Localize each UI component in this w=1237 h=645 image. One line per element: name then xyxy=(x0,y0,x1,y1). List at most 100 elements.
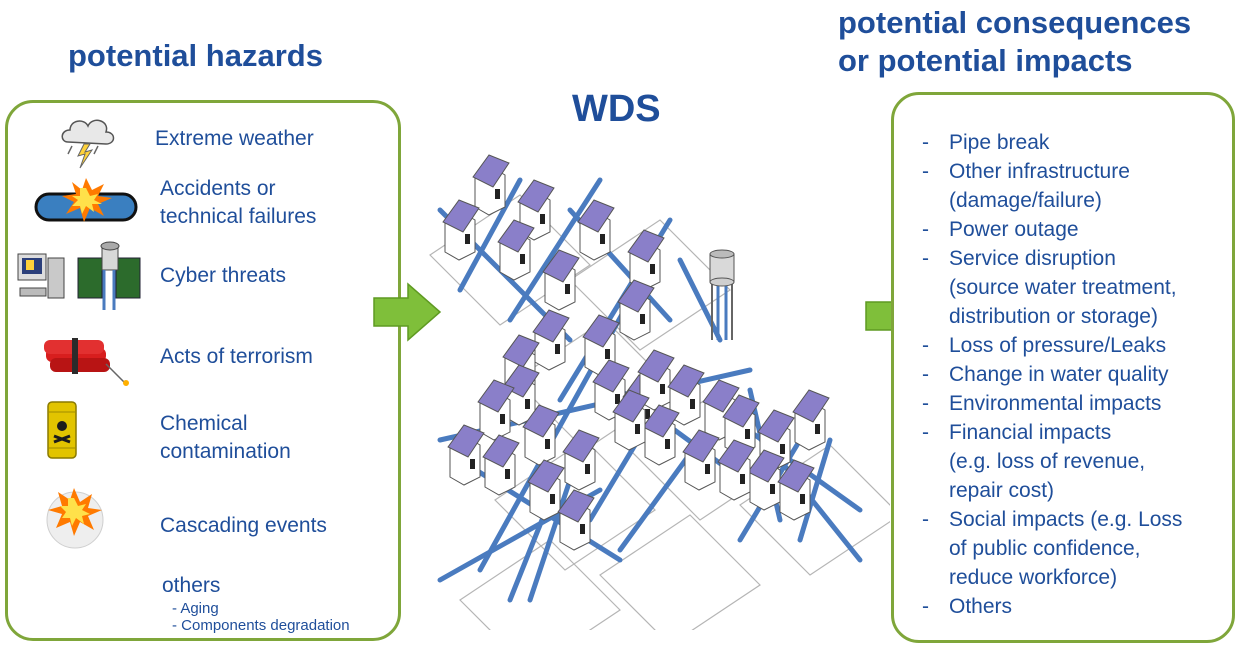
house-icon xyxy=(642,404,680,466)
pipe-line xyxy=(677,257,723,343)
hazard-label: Cascading events xyxy=(160,514,327,537)
consequence-text: Environmental impacts xyxy=(949,392,1162,415)
computer-tower-icon xyxy=(17,241,141,310)
house-icon xyxy=(792,389,830,451)
consequences-panel xyxy=(891,92,1235,643)
consequences-heading-line-1: potential consequences xyxy=(838,5,1192,40)
house-icon xyxy=(717,439,755,501)
water-tower-icon xyxy=(709,249,735,340)
consequences-heading: potential consequences or potential impa… xyxy=(838,4,1191,80)
dash: - xyxy=(922,131,929,154)
house-icon xyxy=(777,459,815,521)
consequence-text: repair cost) xyxy=(949,479,1055,502)
hazard-cascading-events: Cascading events xyxy=(160,512,327,540)
house-icon xyxy=(497,219,535,281)
consequences-list: -Pipe break -Other infrastructure(damage… xyxy=(922,128,1182,621)
house-icon xyxy=(542,249,580,311)
house-icon xyxy=(682,429,720,491)
wds-heading: WDS xyxy=(572,88,661,130)
house-icon xyxy=(522,404,560,466)
dash: - xyxy=(922,595,929,618)
house-icon xyxy=(617,279,655,341)
hazard-cyber-threats: Cyber threats xyxy=(160,262,286,290)
consequence-text: (e.g. loss of revenue, xyxy=(949,450,1146,473)
storm-cloud-icon xyxy=(61,119,115,169)
consequence-text: Change in water quality xyxy=(949,363,1169,386)
house-icon xyxy=(627,229,665,291)
dash: - xyxy=(922,334,929,357)
consequence-text: (source water treatment, xyxy=(949,276,1177,299)
house-icon xyxy=(557,489,595,551)
consequence-text: Financial impacts xyxy=(949,421,1112,444)
dash: - xyxy=(922,160,929,183)
consequence-text: reduce workforce) xyxy=(949,566,1118,589)
dash: - xyxy=(922,508,929,531)
hazard-label: Chemical xyxy=(160,412,248,435)
hazards-heading: potential hazards xyxy=(68,38,323,73)
house-icon xyxy=(482,434,520,496)
consequence-text: Others xyxy=(949,595,1013,618)
hazard-extreme-weather: Extreme weather xyxy=(155,125,314,153)
pipe-line xyxy=(797,437,833,543)
list-item: -Financial impacts (e.g. loss of revenue,… xyxy=(922,418,1182,505)
consequence-text: Pipe break xyxy=(949,131,1050,154)
explosion-icon xyxy=(46,488,104,549)
list-item: -Others xyxy=(922,592,1182,621)
arrow-right-icon xyxy=(373,282,442,342)
consequence-text: (damage/failure) xyxy=(949,189,1102,212)
hazard-label: Cyber threats xyxy=(160,264,287,287)
dash: - xyxy=(922,247,929,270)
hazard-label: Acts of terrorism xyxy=(160,345,313,368)
consequence-text: Other infrastructure xyxy=(949,160,1130,183)
list-item: -Service disruption (source water treatme… xyxy=(922,244,1182,331)
list-item: -Pipe break xyxy=(922,128,1182,157)
others-sub-item: - Aging xyxy=(172,600,219,617)
parcel-outline xyxy=(599,514,761,630)
dash: - xyxy=(922,392,929,415)
house-icon xyxy=(442,199,480,261)
house-icon xyxy=(447,424,485,486)
list-item: -Social impacts (e.g. Loss of public conf… xyxy=(922,505,1182,592)
others-sub-item: - Components degradation xyxy=(172,617,350,634)
house-icon xyxy=(612,389,650,451)
pipe-line xyxy=(507,177,603,323)
house-icon xyxy=(472,154,510,216)
hazard-terrorism: Acts of terrorism xyxy=(160,343,313,371)
parcel-outline xyxy=(494,439,656,571)
pipe-line xyxy=(457,177,523,293)
hazard-label: technical failures xyxy=(160,205,317,228)
consequence-text: Service disruption xyxy=(949,247,1116,270)
hazard-chemical-contamination: Chemical contamination xyxy=(160,410,291,466)
house-icon xyxy=(477,379,515,441)
list-item: -Power outage xyxy=(922,215,1182,244)
list-item: -Loss of pressure/Leaks xyxy=(922,331,1182,360)
house-icon xyxy=(562,429,600,491)
house-icon xyxy=(747,449,785,511)
others-label: others xyxy=(162,574,221,597)
house-icon xyxy=(532,309,570,371)
hazard-label: contamination xyxy=(160,440,291,463)
hazard-label: Extreme weather xyxy=(155,127,314,150)
house-icon xyxy=(577,199,615,261)
parcel-outline xyxy=(459,539,621,630)
consequence-text: distribution or storage) xyxy=(949,305,1158,328)
consequence-text: of public confidence, xyxy=(949,537,1141,560)
dash: - xyxy=(922,363,929,386)
consequences-heading-line-2: or potential impacts xyxy=(838,43,1133,78)
dynamite-icon xyxy=(44,338,129,386)
water-distribution-network-illustration xyxy=(429,154,890,630)
list-item: -Environmental impacts xyxy=(922,389,1182,418)
hazard-others: others - Aging - Components degradation xyxy=(162,572,350,634)
list-item: -Other infrastructure (damage/failure) xyxy=(922,157,1182,215)
consequence-text: Power outage xyxy=(949,218,1079,241)
pipe-line xyxy=(527,477,573,603)
hazard-accidents: Accidents or technical failures xyxy=(160,175,316,231)
consequence-text: Loss of pressure/Leaks xyxy=(949,334,1167,357)
toxic-barrel-icon xyxy=(47,401,77,459)
list-item: -Change in water quality xyxy=(922,360,1182,389)
dash: - xyxy=(922,421,929,444)
pipe-explosion-icon xyxy=(34,178,138,222)
dash: - xyxy=(922,218,929,241)
consequence-text: Social impacts (e.g. Loss xyxy=(949,508,1183,531)
hazard-label: Accidents or xyxy=(160,177,276,200)
